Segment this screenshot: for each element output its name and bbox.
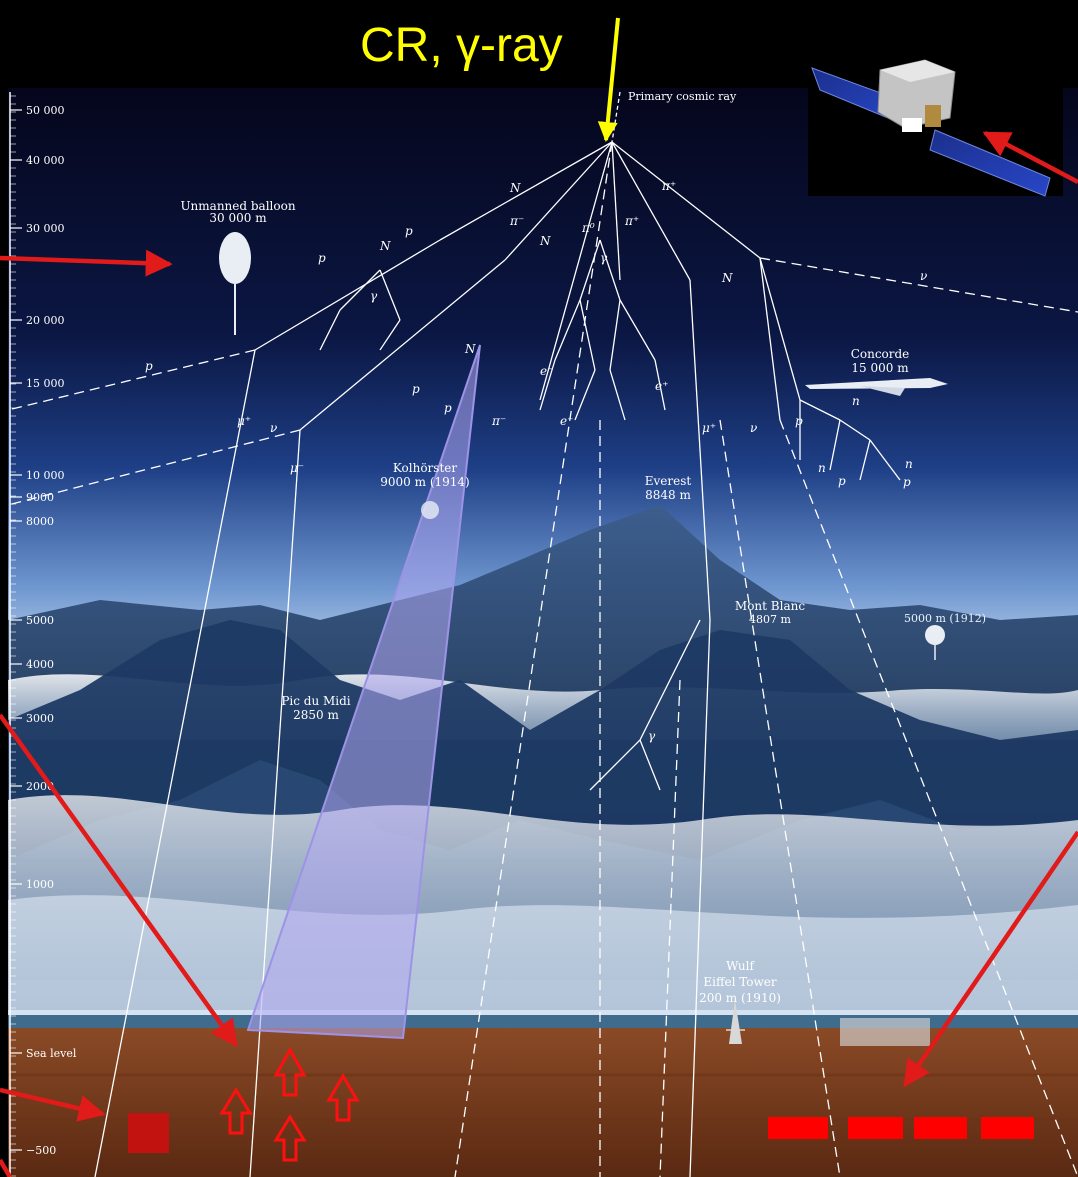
particle-pi-minus-label: π⁻ [491,414,506,428]
altitude-tick-label: 3000 [26,712,54,725]
montblanc-title: Mont Blanc [735,599,805,613]
everest-title: Everest [645,474,692,488]
altitude-tick-label: 5000 [26,614,54,627]
particle-N-label: N [721,271,733,285]
satellite-icon [808,50,1063,197]
particle-p-label: p [903,475,911,489]
primary-arrow [597,17,620,142]
wulf-label: Wulf [726,959,755,973]
altitude-tick-label: 20 000 [26,314,65,327]
particle-pi-zero-label: π⁰ [581,221,595,235]
altitude-tick-label: 9000 [26,491,54,504]
particle-p-label: p [145,359,153,373]
primary-label: CR, γ-ray [360,19,563,72]
particle-pi-plus-label: π⁺ [624,214,639,228]
particle-nu-label: ν [920,269,927,283]
eiffel-title: Eiffel Tower [703,975,777,989]
kolhorster-altitude: 9000 m (1914) [380,475,469,489]
balloon-altitude: 30 000 m [209,211,267,225]
particle-n-label: n [905,457,913,471]
particle-nu-label: ν [750,421,757,435]
particle-pi-plus-label: π⁺ [661,179,676,193]
concorde-icon [805,378,948,396]
picdumidi-altitude: 2850 m [293,708,339,722]
eiffel-tower-icon [726,1000,745,1044]
particle-n-label: n [818,461,826,475]
altitude-tick-label: Sea level [26,1047,77,1060]
balloon-title: Unmanned balloon [180,199,295,213]
kolhorster-title: Kolhörster [393,461,457,475]
particle-p-label: p [412,382,420,396]
altitude-tick-label: 10 000 [26,469,65,482]
particle-mu-plus-label: μ⁺ [702,421,716,435]
particle-N-label: N [539,234,551,248]
primary-cosmic-ray-label: Primary cosmic ray [628,90,737,103]
particle-n-label: n [852,394,860,408]
altitude-tick-label: 8000 [26,515,54,528]
everest-altitude: 8848 m [645,488,691,502]
particle-N-label: N [509,181,521,195]
altitude-tick-label: 50 000 [26,104,65,117]
hess-balloon-icon [925,625,945,660]
altitude-tick-group: 50 000 40 000 30 000 20 000 15 000 10 000 9000… [10,95,77,1177]
balloon-icon [219,232,251,335]
particle-p-label: p [838,474,846,488]
particle-e-minus-label: e⁻ [540,364,553,378]
acceptance-cone [246,344,481,1040]
altitude-tick-label: 30 000 [26,222,65,235]
particle-labels: N N N N N p p p p p p p p n n n π⁺ π⁺ π⁻… [145,179,927,743]
detector-array-icon [128,1113,1034,1153]
detector-pointer-arrows [0,131,1078,1177]
particle-p-label: p [795,414,803,428]
concorde-title: Concorde [851,347,910,361]
particle-p-label: p [444,401,452,415]
montblanc-altitude: 4807 m [749,613,791,626]
altitude-tick-label: 40 000 [26,154,65,167]
particle-gamma-label: γ [648,729,656,743]
particle-nu-label: ν [270,421,277,435]
hess-altitude: 5000 m (1912) [904,612,986,625]
particle-gamma-label: γ [600,251,608,265]
eiffel-altitude: 200 m (1910) [699,991,781,1005]
altitude-tick-label: 15 000 [26,377,65,390]
up-arrow-icon [219,1046,360,1162]
particle-gamma-label: γ [370,289,378,303]
altitude-tick-label: 1000 [26,878,54,891]
particle-shower-lines [7,91,1078,1177]
particle-mu-plus-label: μ⁺ [237,414,251,428]
particle-N-label: N [379,239,391,253]
underground-layer [8,1028,1078,1177]
particle-p-label: p [318,251,326,265]
particle-e-minus-label: e⁻ [560,414,573,428]
altitude-tick-label: −500 [26,1144,56,1157]
altitude-tick-label: 4000 [26,658,54,671]
kolhorster-balloon-icon [421,501,439,519]
particle-p-label: p [405,224,413,238]
particle-mu-minus-label: μ⁻ [290,461,304,475]
concorde-altitude: 15 000 m [851,361,909,375]
city-icon [840,1018,930,1046]
particle-N-label: N [464,342,476,356]
particle-pi-minus-label: π⁻ [509,214,524,228]
particle-e-plus-label: e⁺ [655,379,668,393]
picdumidi-title: Pic du Midi [281,694,350,708]
